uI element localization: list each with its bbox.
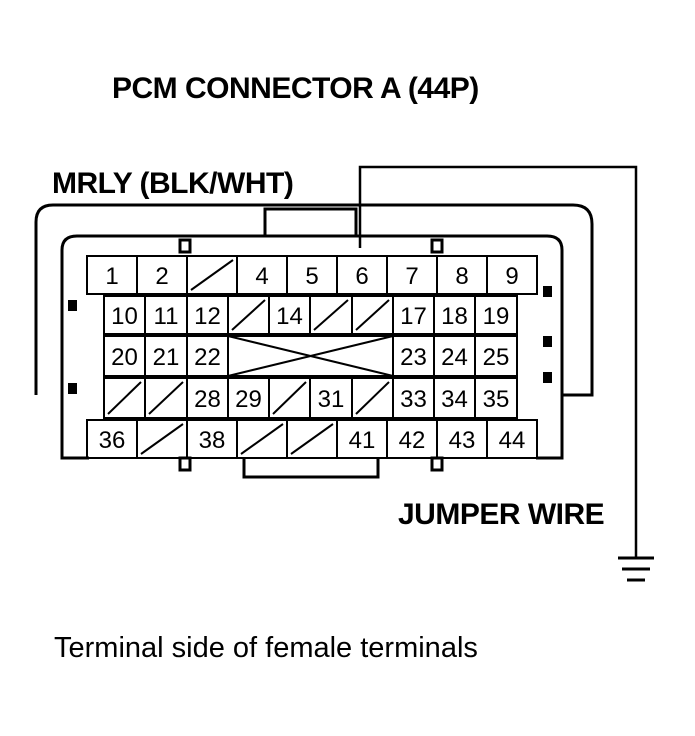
connector-housing-outer	[34, 203, 594, 397]
terminal-label: 28	[194, 386, 221, 413]
terminal-label: 4	[255, 263, 268, 290]
terminal-label: 25	[483, 344, 510, 371]
terminal-label: 18	[441, 303, 468, 330]
terminal-label: 21	[153, 344, 180, 371]
connector-housing-inner	[60, 234, 564, 375]
terminal-label: 5	[305, 263, 318, 290]
bottom-tab-right	[430, 456, 444, 472]
right-key-2	[543, 336, 552, 347]
right-key-1	[543, 286, 552, 297]
unused-terminal-slash	[355, 381, 390, 415]
mrly-wire	[358, 165, 638, 558]
terminal-label: 2	[155, 263, 168, 290]
r5-8-cell	[486, 419, 538, 459]
terminal-label: 20	[111, 344, 138, 371]
unused-terminal-slash	[272, 381, 307, 415]
r1-8-cell	[486, 255, 538, 295]
terminal-label: 34	[441, 386, 468, 413]
jumper-wire-label: JUMPER WIRE	[398, 498, 605, 531]
terminal-label: 35	[483, 386, 510, 413]
terminal-label: 24	[441, 344, 468, 371]
top-tab-left	[178, 238, 192, 254]
bottom-tab-left	[178, 456, 192, 472]
terminal-label: 6	[355, 263, 368, 290]
bottom-latch	[242, 458, 380, 479]
unused-terminal-slash	[140, 423, 184, 455]
terminal-label: 42	[399, 427, 426, 454]
blocked-terminal-region	[227, 335, 394, 377]
r4-9-cell	[474, 377, 518, 419]
r2-9-cell	[474, 295, 518, 335]
unused-terminal-slash	[231, 299, 266, 331]
wire-label: MRLY (BLK/WHT)	[52, 167, 294, 200]
unused-terminal-slash	[355, 299, 390, 331]
top-tab-right	[430, 238, 444, 254]
unused-terminal-slash	[148, 381, 184, 415]
r3-5-cell	[474, 335, 518, 377]
terminal-label: 10	[111, 303, 138, 330]
terminal-label: 29	[235, 386, 262, 413]
left-key-lower	[68, 383, 77, 394]
caption: Terminal side of female terminals	[54, 632, 478, 664]
terminal-label: 8	[455, 263, 468, 290]
terminal-label: 33	[400, 386, 427, 413]
terminal-label: 9	[505, 263, 518, 290]
top-latch	[263, 207, 358, 236]
terminal-label: 22	[194, 344, 221, 371]
ground-symbol	[618, 556, 654, 582]
unused-terminal-slash	[290, 423, 334, 455]
housing-inner-lower	[60, 375, 564, 460]
terminal-label: 1	[105, 263, 118, 290]
left-key-upper	[68, 300, 77, 311]
diagram-title: PCM CONNECTOR A (44P)	[112, 72, 479, 105]
unused-terminal-slash	[240, 423, 284, 455]
terminal-label: 17	[400, 303, 427, 330]
terminal-label: 31	[318, 386, 345, 413]
terminal-label: 23	[400, 344, 427, 371]
terminal-label: 38	[199, 427, 226, 454]
terminal-label: 7	[405, 263, 418, 290]
unused-terminal-slash	[190, 259, 234, 291]
unused-terminal-slash	[107, 381, 142, 415]
terminal-label: 14	[276, 303, 303, 330]
terminal-label: 43	[449, 427, 476, 454]
terminal-label: 19	[483, 303, 510, 330]
terminal-label: 36	[99, 427, 126, 454]
terminal-label: 12	[194, 303, 221, 330]
right-key-3	[543, 372, 552, 383]
terminal-label: 44	[499, 427, 526, 454]
terminal-label: 41	[349, 427, 376, 454]
terminal-label: 11	[154, 303, 179, 330]
unused-terminal-slash	[313, 299, 349, 331]
